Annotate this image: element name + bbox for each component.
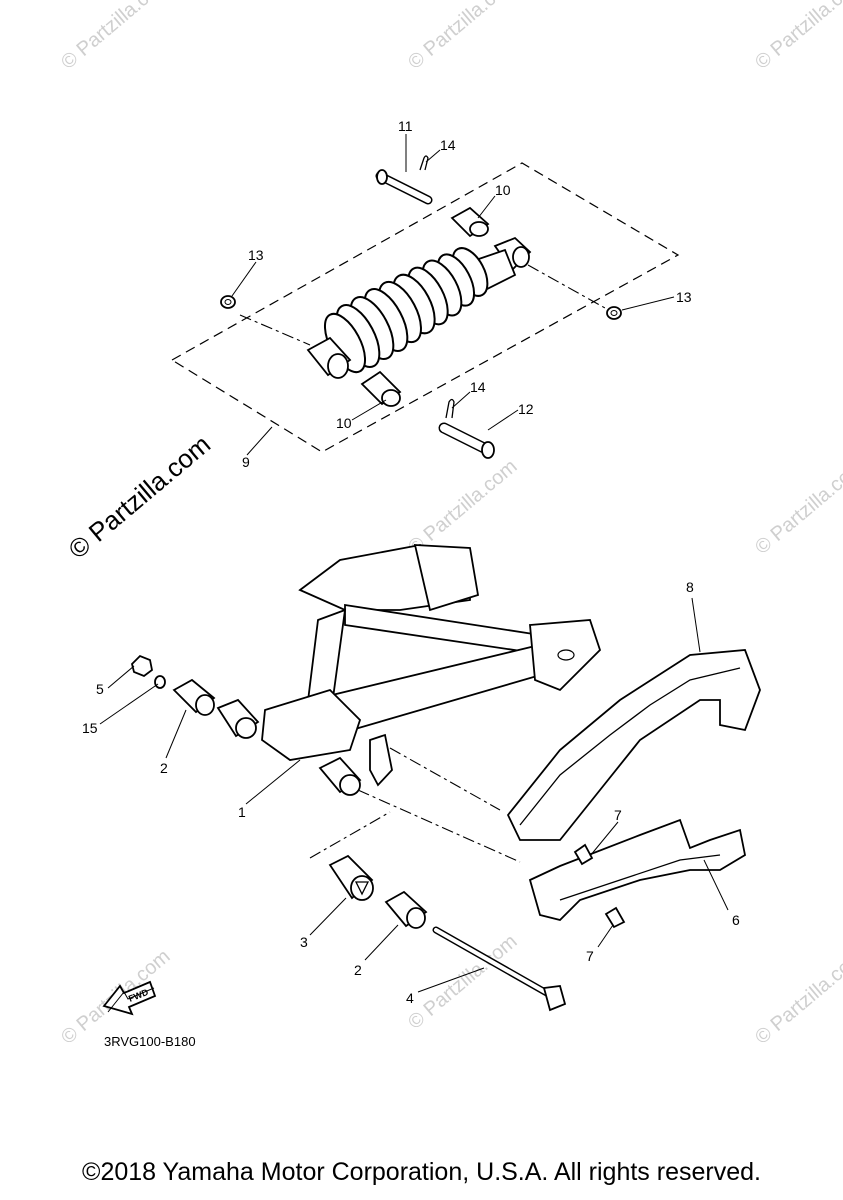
bushing-part-3 (328, 854, 374, 901)
assembly-line (239, 314, 311, 346)
chain-case-part-8 (506, 649, 761, 841)
callout-9: 9 (242, 454, 250, 470)
shock-assembly-outline (170, 162, 680, 453)
watermark-text: © Partzilla.com (751, 0, 843, 74)
assembly-line (309, 811, 391, 859)
bolt-part-7-lower (604, 906, 626, 929)
collar-part-2-upper (172, 678, 216, 716)
callout-11: 11 (398, 118, 413, 134)
callout-2: 2 (160, 760, 168, 776)
callout-1: 1 (238, 804, 246, 820)
assembly-line (527, 264, 606, 309)
callout-6: 6 (732, 912, 740, 928)
watermark-layer: © Partzilla.com © Partzilla.com © Partzi… (57, 0, 843, 1049)
watermark-text: © Partzilla.com (751, 455, 843, 558)
washer-part-13-right (606, 306, 622, 320)
callout-13: 13 (676, 289, 692, 305)
callout-15: 15 (82, 720, 98, 736)
cotter-pin-part-14-bottom (445, 398, 455, 419)
cotter-pin-part-14-top (419, 155, 429, 171)
upper-bushing-part-10 (450, 206, 490, 238)
callout-10: 10 (495, 182, 511, 198)
watermark-text: © Partzilla.com (404, 455, 521, 558)
callout-13: 13 (248, 247, 264, 263)
watermark-text: © Partzilla.com (751, 945, 843, 1048)
watermark-main-text: © Partzilla.com (63, 429, 216, 565)
callout-4: 4 (406, 990, 414, 1006)
callout-12: 12 (518, 401, 534, 417)
leader-lines (99, 134, 729, 993)
lower-bushing-part-10 (360, 370, 402, 407)
callout-2: 2 (354, 962, 362, 978)
callout-10: 10 (336, 415, 352, 431)
callout-5: 5 (96, 681, 104, 697)
fwd-arrow-icon: FWD (102, 980, 157, 1016)
bolt-part-7-upper (573, 843, 594, 866)
callout-8: 8 (686, 579, 694, 595)
callout-7: 7 (614, 807, 622, 823)
washer-part-15 (154, 675, 166, 689)
copyright-notice: ©2018 Yamaha Motor Corporation, U.S.A. A… (82, 1158, 761, 1186)
swingarm-part-1 (216, 544, 602, 796)
pivot-shaft-part-4 (432, 926, 567, 1012)
nut-part-5 (131, 654, 153, 678)
lower-bolt-part-12 (438, 422, 495, 459)
callout-7: 7 (586, 948, 594, 964)
callout-14: 14 (440, 137, 456, 153)
assembly-line (357, 789, 521, 863)
chain-guard-part-6 (528, 818, 747, 921)
shock-absorber-part-9 (306, 236, 532, 379)
callout-labels: 11 14 10 13 13 10 14 12 9 8 5 15 2 1 7 6… (82, 118, 740, 1006)
collar-part-2-lower (384, 890, 428, 929)
watermark-text: © Partzilla.com (404, 0, 521, 74)
watermark-text: © Partzilla.com (57, 0, 174, 74)
diagram-code: 3RVG100-B180 (104, 1034, 196, 1049)
assembly-line (389, 747, 501, 811)
callout-3: 3 (300, 934, 308, 950)
upper-bolt-part-11 (375, 169, 433, 205)
callout-14: 14 (470, 379, 486, 395)
washer-part-13-left (220, 295, 236, 309)
